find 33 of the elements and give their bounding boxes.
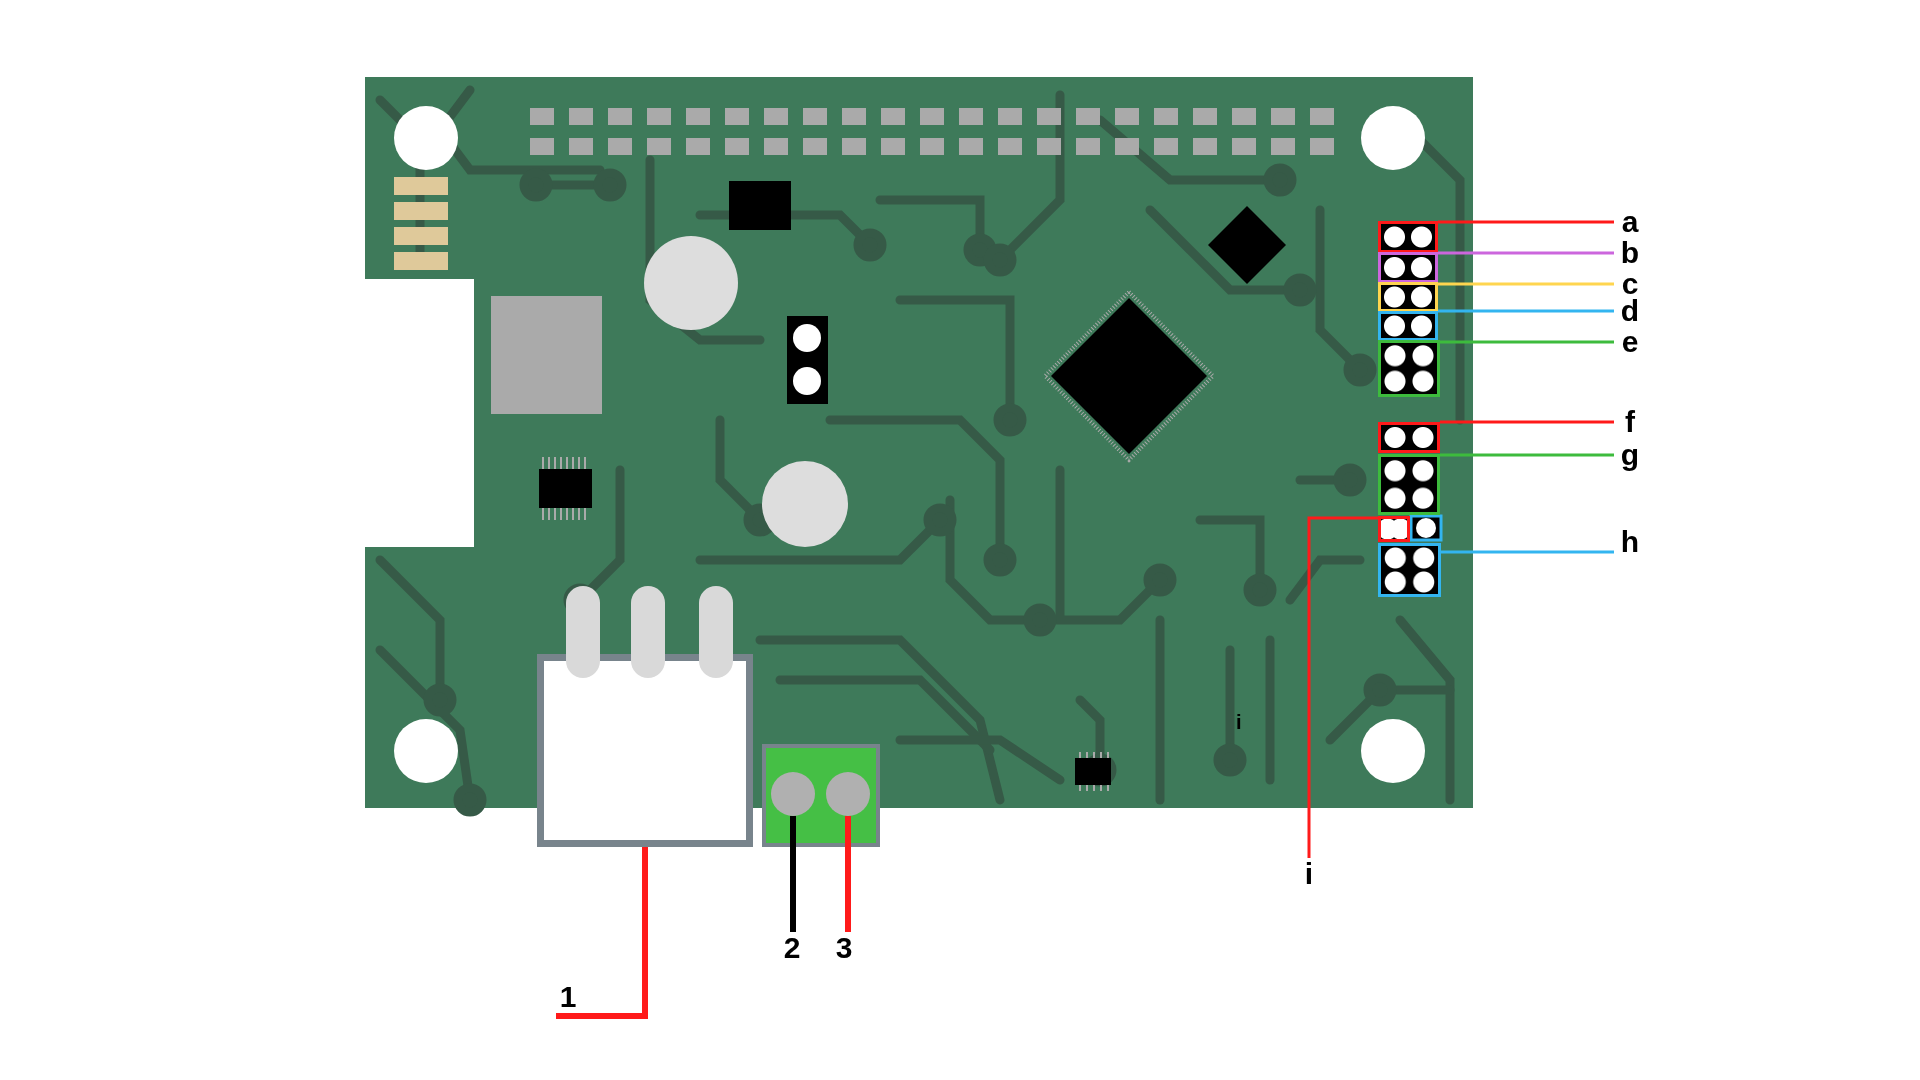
callout-number: 2 xyxy=(777,932,807,964)
leader-line xyxy=(1441,550,1614,554)
callout-letter: h xyxy=(1614,526,1646,558)
callout-number: 1 xyxy=(553,981,583,1013)
pin-group-outline xyxy=(1378,516,1410,542)
callout-letter: i xyxy=(1236,712,1242,732)
leader-line xyxy=(1438,220,1614,224)
pin-group-outline xyxy=(1378,311,1438,341)
callout-letter: i xyxy=(1293,858,1325,890)
leader-line xyxy=(1438,251,1614,255)
leader-line xyxy=(556,847,648,1019)
pin-group-outline xyxy=(1378,282,1438,312)
leader-line xyxy=(790,816,796,932)
callout-number: 3 xyxy=(829,932,859,964)
leader-line xyxy=(1440,420,1614,424)
pin-group-outline xyxy=(1378,221,1438,253)
leader-line xyxy=(845,816,851,932)
pin-group-outline xyxy=(1378,252,1438,283)
pin-group-outline xyxy=(1378,454,1440,515)
connector-housing xyxy=(537,654,753,847)
callout-letter: b xyxy=(1614,237,1646,269)
leader-line xyxy=(1440,340,1614,344)
leader-line xyxy=(1440,453,1614,457)
pin-group-outline xyxy=(1378,340,1440,397)
pin-group-outline xyxy=(1378,422,1440,453)
leader-line xyxy=(1438,309,1614,313)
callout-letter: a xyxy=(1614,206,1646,238)
callout-letter: e xyxy=(1614,326,1646,358)
callout-letter: f xyxy=(1614,406,1646,438)
pin-group-outline xyxy=(1378,543,1441,597)
leader-line xyxy=(1307,516,1378,858)
callout-letter: g xyxy=(1614,439,1646,471)
leader-line xyxy=(1438,282,1614,286)
